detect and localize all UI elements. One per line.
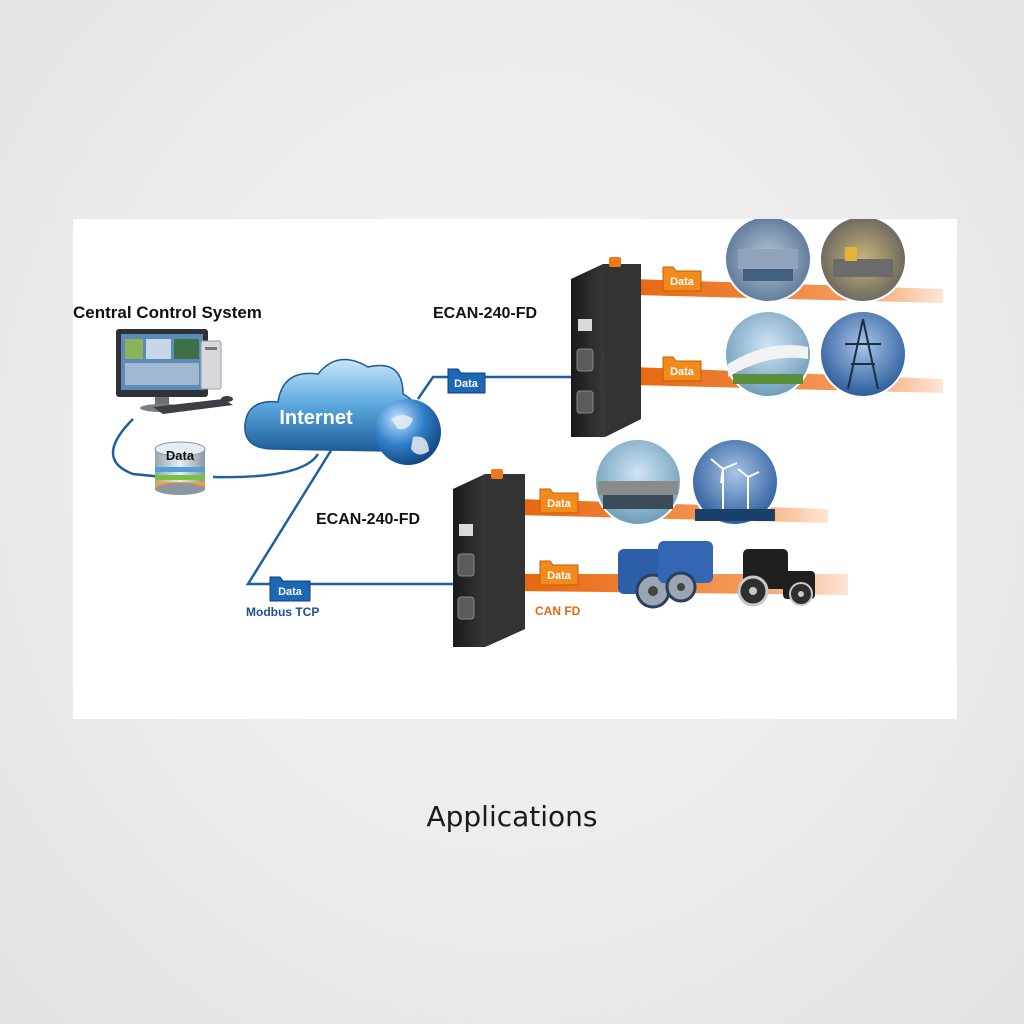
can-fd-label: CAN FD	[535, 604, 581, 618]
oil-gas-photo	[594, 438, 682, 526]
modbus-tcp-label: Modbus TCP	[246, 605, 319, 619]
device-label-bottom: ECAN-240-FD	[316, 511, 420, 528]
central-control-label: Central Control System	[73, 303, 262, 322]
data-tag-modbus	[269, 576, 311, 602]
ecan-device-top	[571, 257, 641, 437]
data-tag-bottom-2	[539, 560, 579, 586]
factory-automation-photo-1	[724, 215, 812, 303]
data-tag-top-1	[662, 266, 702, 292]
data-tag-bottom-1-label: Data	[547, 498, 572, 510]
servo-motor-blue-2	[658, 541, 713, 603]
wind-power-photo	[691, 438, 779, 526]
power-grid-photo	[819, 310, 907, 398]
data-tag-top-2-label: Data	[670, 366, 695, 378]
data-tag-modbus-label: Data	[278, 586, 303, 598]
data-tag-internet	[447, 368, 486, 394]
device-label-top: ECAN-240-FD	[433, 305, 537, 322]
globe-icon	[375, 399, 441, 465]
factory-automation-photo-2	[819, 215, 907, 303]
internet-label: Internet	[279, 407, 353, 429]
servo-motor-black-2	[783, 571, 815, 606]
database-label: Data	[166, 448, 195, 463]
database-icon	[154, 441, 206, 495]
ecan-device-bottom	[453, 469, 525, 647]
network-lines	[111, 375, 573, 586]
caption: Applications	[426, 800, 598, 833]
data-tag-bottom-1	[539, 488, 579, 514]
data-tag-top-2	[662, 356, 702, 382]
data-tag-internet-label: Data	[454, 378, 479, 390]
data-tag-bottom-2-label: Data	[547, 570, 572, 582]
central-computer	[116, 329, 233, 414]
servo-motor-black-1	[737, 549, 788, 607]
data-tag-top-1-label: Data	[670, 276, 695, 288]
transportation-photo	[724, 310, 812, 398]
application-diagram: Central Control System Data Internet Dat…	[73, 215, 957, 719]
